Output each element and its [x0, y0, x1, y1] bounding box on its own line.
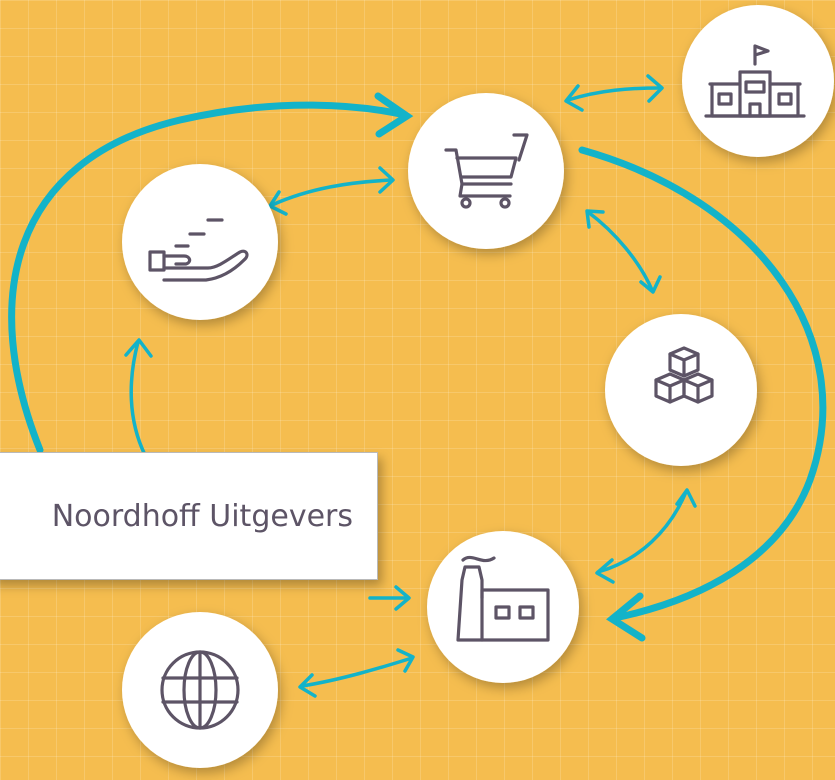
hand-money-icon: [148, 218, 249, 282]
shopping-cart-icon: [444, 133, 529, 209]
node-world: [122, 612, 278, 768]
arrow-to-money-hand: [124, 338, 153, 457]
arrow-cart-government: [564, 74, 664, 112]
publisher-label: Noordhoff Uitgevers: [0, 452, 378, 580]
arrow-to-factory: [368, 585, 411, 611]
publisher-label-text: Noordhoff Uitgevers: [51, 498, 353, 534]
node-government: [682, 5, 834, 157]
arrow-goods-factory: [595, 488, 697, 584]
globe-icon: [160, 650, 240, 730]
node-money-hand: [122, 164, 278, 320]
big-loop-arrow-left: [8, 92, 414, 454]
node-goods: [605, 314, 757, 466]
big-loop-arrow-right: [578, 146, 827, 642]
government-building-icon: [704, 44, 806, 118]
node-factory: [427, 531, 579, 683]
factory-icon: [456, 555, 550, 642]
boxes-icon: [654, 346, 714, 404]
arrow-cart-goods: [585, 209, 662, 294]
arrow-money-cart: [268, 166, 395, 216]
arrow-world-factory: [298, 648, 415, 698]
node-shopping-cart: [408, 93, 564, 249]
